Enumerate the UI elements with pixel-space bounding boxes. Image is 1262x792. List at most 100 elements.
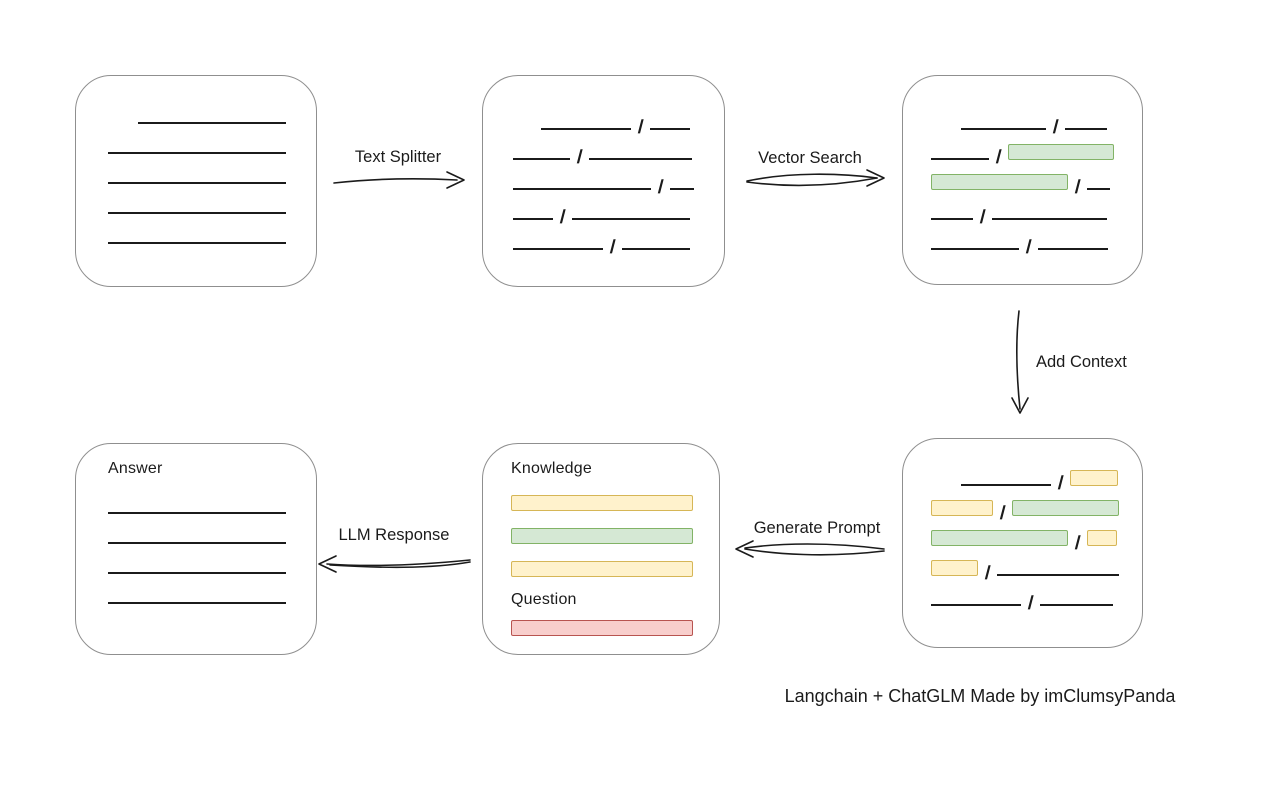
- text-line: [1038, 248, 1109, 250]
- text-line: [108, 542, 286, 544]
- text-row: [108, 514, 316, 544]
- text-row: /: [931, 546, 1142, 584]
- text-line: [622, 248, 691, 250]
- text-row: [108, 574, 316, 604]
- text-row: /: [513, 190, 724, 228]
- chunk-separator-slash: /: [984, 563, 992, 584]
- text-row: /: [931, 486, 1142, 524]
- vector-search-label: Vector Search: [758, 149, 862, 167]
- chunk-separator-slash: /: [609, 237, 617, 258]
- text-row: /: [931, 160, 1142, 198]
- text-line: [541, 128, 631, 130]
- text-line: [108, 512, 286, 514]
- context-chunks-box: / / / / /: [902, 438, 1143, 648]
- text-row: /: [931, 220, 1142, 258]
- chunk-separator-slash: /: [1057, 473, 1065, 494]
- text-line: [961, 128, 1046, 130]
- text-line: [992, 218, 1108, 220]
- yellow-chunk: [931, 560, 978, 576]
- text-row: /: [541, 100, 724, 138]
- chunk-separator-slash: /: [999, 503, 1007, 524]
- text-row: /: [931, 576, 1142, 614]
- llm-response-label: LLM Response: [338, 526, 450, 544]
- text-row: /: [931, 130, 1142, 168]
- green-chunk: [1012, 500, 1120, 516]
- text-line: [108, 152, 286, 154]
- text-line: [931, 248, 1019, 250]
- chunk-separator-slash: /: [1074, 533, 1082, 554]
- text-row: [138, 94, 316, 124]
- text-line: [997, 574, 1120, 576]
- text-line: [572, 218, 691, 220]
- matched-chunks-rows: /////: [931, 100, 1142, 258]
- text-row: [108, 484, 316, 514]
- text-line: [931, 218, 973, 220]
- text-row: /: [961, 456, 1142, 494]
- yellow-chunk: [1070, 470, 1119, 486]
- split-chunks-rows: / / / / /: [513, 100, 724, 258]
- green-bar: [511, 528, 693, 544]
- text-row: [108, 124, 316, 154]
- text-row: [108, 184, 316, 214]
- split-chunks-box: / / / / /: [482, 75, 725, 287]
- chunk-separator-slash: /: [576, 147, 584, 168]
- context-chunks-rows: / / / / /: [931, 456, 1142, 614]
- generate-prompt-label: Generate Prompt: [753, 519, 881, 537]
- chunk-separator-slash: /: [559, 207, 567, 228]
- text-line: [670, 188, 695, 190]
- chunk-separator-slash: /: [995, 147, 1003, 168]
- yellow-chunk: [931, 500, 993, 516]
- yellow-chunk: [1087, 530, 1118, 546]
- knowledge-label: Knowledge: [511, 460, 592, 477]
- text-line: [108, 212, 286, 214]
- add-context-label: Add Context: [1036, 353, 1127, 371]
- chunk-separator-slash: /: [1074, 177, 1082, 198]
- chunk-separator-slash: /: [637, 117, 645, 138]
- text-line: [108, 602, 286, 604]
- text-row: /: [513, 220, 724, 258]
- text-row: /: [513, 160, 724, 198]
- text-row: [108, 544, 316, 574]
- text-line: [108, 572, 286, 574]
- text-row: [108, 154, 316, 184]
- text-line: [513, 218, 553, 220]
- diagram-caption: Langchain + ChatGLM Made by imClumsyPand…: [784, 686, 1176, 706]
- text-row: /: [513, 130, 724, 168]
- knowledge-bars: [511, 495, 719, 577]
- chunk-separator-slash: /: [979, 207, 987, 228]
- answer-label: Answer: [108, 460, 163, 477]
- add-context-arrow: [1011, 310, 1029, 414]
- llm-response-arrow: [318, 555, 471, 573]
- text-line: [650, 128, 691, 130]
- red-bar: [511, 620, 693, 636]
- text-line: [513, 248, 603, 250]
- text-row: /: [931, 190, 1142, 228]
- text-splitter-arrow: [333, 171, 465, 189]
- text-line: [589, 158, 693, 160]
- text-line: [1040, 604, 1114, 606]
- prompt-box: Knowledge Question: [482, 443, 720, 655]
- question-label: Question: [511, 591, 577, 608]
- text-line: [108, 182, 286, 184]
- yellow-bar: [511, 561, 693, 577]
- text-row: /: [961, 100, 1142, 138]
- yellow-bar: [511, 495, 693, 511]
- text-row: [108, 214, 316, 244]
- vector-search-arrow: [746, 169, 885, 187]
- generate-prompt-arrow: [735, 540, 885, 558]
- text-line: [1065, 128, 1108, 130]
- text-line: [138, 122, 286, 124]
- text-splitter-label: Text Splitter: [354, 148, 442, 166]
- text-line: [931, 158, 989, 160]
- source-document-box: [75, 75, 317, 287]
- text-line: [513, 188, 651, 190]
- chunk-separator-slash: /: [1052, 117, 1060, 138]
- chunk-separator-slash: /: [657, 177, 665, 198]
- chunk-separator-slash: /: [1027, 593, 1035, 614]
- question-bars: [511, 620, 719, 636]
- text-line: [513, 158, 570, 160]
- green-chunk: [931, 174, 1068, 190]
- text-line: [931, 604, 1021, 606]
- green-chunk: [1008, 144, 1115, 160]
